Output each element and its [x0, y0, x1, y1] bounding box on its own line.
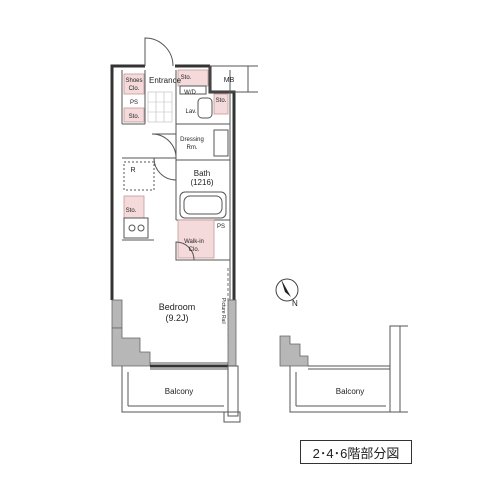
compass-label: N: [292, 299, 298, 308]
label-balcony-alt: Balcony: [336, 387, 364, 396]
bedroom-window: [150, 362, 228, 370]
label-sto-kitchen: Sto.: [126, 208, 137, 214]
label-sto-top: Sto.: [181, 75, 192, 81]
label-sto-left: Sto.: [129, 114, 140, 120]
kitchen-stove: [123, 217, 149, 239]
label-bedroom: Bedroom: [159, 302, 196, 312]
label-wd: W/D: [184, 90, 196, 96]
floor-label: 2･4･6階部分図: [300, 440, 412, 464]
storage-left: [123, 107, 145, 123]
compass-needle-icon: [281, 279, 291, 297]
label-ps-right: PS: [217, 224, 225, 230]
mb-box: [209, 65, 249, 93]
entrance-floor-grid: [147, 91, 173, 123]
label-dressing-rm: Rm.: [187, 145, 198, 151]
label-shoes-clo: Clo.: [129, 86, 140, 92]
label-bath-size: (1216): [190, 178, 213, 187]
balcony-alt: [279, 325, 408, 413]
hatched-wall-alt: [279, 335, 309, 367]
storage-kitchen: [123, 195, 145, 219]
label-bedroom-size: (9.2J): [165, 313, 188, 323]
washer-space: [179, 85, 207, 95]
balcony-main: [121, 365, 241, 423]
label-ps-top: PS: [130, 100, 138, 106]
label-shoes: Shoes: [125, 78, 142, 84]
door-walkin: [175, 241, 195, 261]
hatched-wall-bottom-left: [111, 327, 151, 367]
storage-right: [213, 93, 229, 115]
label-sto-right: Sto.: [216, 98, 227, 104]
bathtub: [179, 191, 227, 219]
refrigerator-space: [123, 161, 155, 191]
label-walkin-clo: Clo.: [189, 247, 200, 253]
label-picture-rail: Picture Rail: [220, 298, 226, 324]
label-lav: Lav.: [186, 109, 197, 115]
label-dressing: Dressing: [180, 137, 204, 143]
door-dressing: [151, 133, 177, 159]
walkin-closet: [177, 219, 215, 259]
door-bedroom: [153, 157, 177, 181]
hatched-column-right: [227, 299, 237, 367]
shoes-closet: [123, 73, 145, 95]
label-mb: MB: [224, 77, 235, 84]
label-bath: Bath: [194, 169, 210, 178]
label-walkin: Walk-in: [184, 239, 204, 245]
hatched-column-left: [111, 299, 123, 329]
entry-door: [144, 37, 174, 67]
label-balcony-main: Balcony: [165, 387, 193, 396]
room-labels: Entrance MB Shoes Clo. PS Sto. Sto. W/D …: [125, 75, 364, 396]
compass: N: [275, 278, 299, 308]
label-entrance: Entrance: [149, 76, 182, 85]
label-r: R: [130, 167, 135, 174]
washbasin: [197, 97, 213, 119]
dressing-counter: [213, 129, 229, 157]
